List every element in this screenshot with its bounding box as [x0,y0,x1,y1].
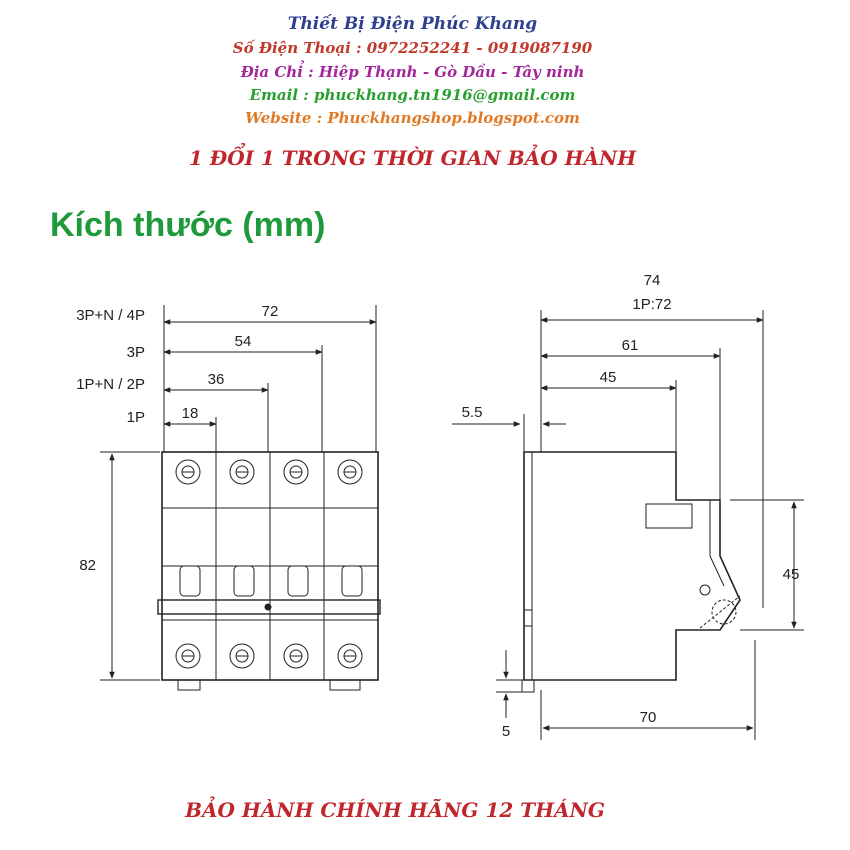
height-45-label: 45 [783,566,800,583]
depth-45-label: 45 [600,369,617,386]
phone-line: Số Điện Thoại : 0972252241 - 0919087190 [232,39,593,57]
bottom-terminals [175,643,363,669]
front-view [100,305,381,691]
width-72-label: 72 [262,303,279,320]
toggle-handles [179,565,363,597]
shop-name: Thiết Bị Điện Phúc Khang [287,14,538,34]
email-line: Email : phuckhang.tn1916@gmail.com [249,86,576,104]
side-body [523,451,741,681]
top-terminals [175,459,363,485]
width-36-label: 36 [208,371,225,388]
front-view-labels: 3P+N / 4P 3P 1P+N / 2P 1P 72 54 36 18 82 [76,303,278,574]
label-window [645,503,693,529]
side-view [452,310,804,740]
depth-74-label: 74 [644,272,661,289]
pole-label-4p: 3P+N / 4P [76,307,145,324]
dimension-title: Kích thước (mm) [50,206,326,244]
depth-74-note: 1P:72 [632,296,671,313]
pole-label-2p: 1P+N / 2P [76,376,145,393]
foot-5-label: 5 [502,723,510,740]
side-view-labels: 74 1P:72 61 45 5.5 45 70 5 [462,272,800,740]
warranty-line: BẢO HÀNH CHÍNH HÃNG 12 THÁNG [185,798,605,822]
address-line: Địa Chỉ : Hiệp Thạnh - Gò Dầu - Tây ninh [240,63,585,81]
pole-label-1p: 1P [127,409,145,426]
depth-61-label: 61 [622,337,639,354]
website-line: Website : Phuckhangshop.blogspot.com [245,109,580,127]
pole-label-3p: 3P [127,344,145,361]
width-70-label: 70 [640,709,657,726]
width-54-label: 54 [235,333,252,350]
height-82-label: 82 [79,557,96,574]
exchange-note: 1 ĐỔI 1 TRONG THỜI GIAN BẢO HÀNH [188,146,637,170]
width-18-label: 18 [182,405,199,422]
handle-bar [157,599,381,615]
offset-5.5-label: 5.5 [462,404,483,421]
